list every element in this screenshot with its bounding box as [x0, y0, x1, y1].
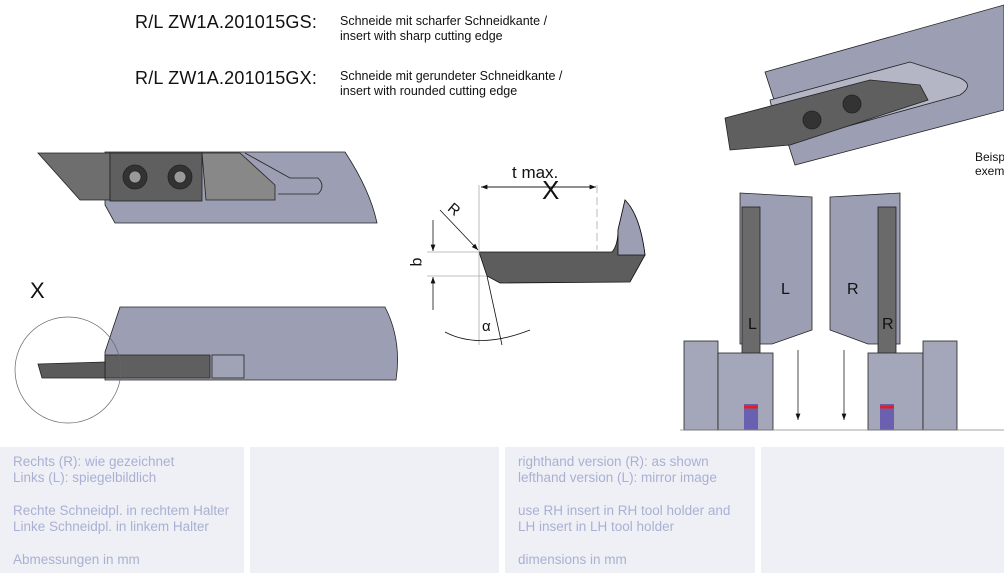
tool-3d-view — [724, 4, 1004, 166]
lr-installation-view — [680, 192, 1004, 431]
desc-de: Schneide mit scharfer Schneidkante / — [340, 14, 548, 28]
part-desc-gx: Schneide mit gerundeter Schneidkante / i… — [340, 69, 562, 99]
angle-label: α — [482, 318, 491, 335]
note-line: Rechte Schneidpl. in rechtem Halter — [13, 503, 230, 518]
note-line: dimensions in mm — [518, 552, 627, 567]
tool-top-view — [14, 306, 398, 424]
note-line: Rechts (R): wie gezeichnet — [13, 454, 175, 469]
note-line: righthand version (R): as shown — [518, 454, 709, 469]
note-line: lefthand version (L): mirror image — [518, 470, 717, 485]
detail-x-dimensions — [427, 184, 646, 346]
notes-panel-en: righthand version (R): as shown lefthand… — [505, 447, 755, 573]
tool-side-view — [37, 151, 378, 224]
insert-left-label: L — [748, 316, 757, 333]
part-desc-gs: Schneide mit scharfer Schneidkante / ins… — [340, 14, 547, 44]
note-line: LH insert in LH tool holder — [518, 519, 675, 534]
insert-right-label: R — [882, 316, 894, 333]
example-de: Beisp — [975, 150, 1004, 164]
t-max-label: t max. — [512, 163, 559, 182]
desc-en: insert with sharp cutting edge — [340, 29, 503, 43]
notes-panel-de: Rechts (R): wie gezeichnet Links (L): sp… — [0, 447, 244, 573]
part-code-gs: R/L ZW1A.201015GS: — [135, 12, 318, 32]
notes-panel-empty-2 — [761, 447, 1004, 573]
example-en: exem — [975, 164, 1004, 178]
part-code-gx: R/L ZW1A.201015GX: — [135, 68, 318, 88]
detail-label-x: X — [30, 278, 45, 303]
desc-de: Schneide mit gerundeter Schneidkante / — [340, 69, 563, 83]
notes-panel-empty-1 — [250, 447, 499, 573]
note-line: Abmessungen in mm — [13, 552, 140, 567]
note-line: Links (L): spiegelbildlich — [13, 470, 157, 485]
example-label: Beisp exem — [975, 150, 1004, 178]
note-line: use RH insert in RH tool holder and — [518, 503, 731, 518]
width-label: b — [408, 257, 426, 267]
technical-drawing — [14, 4, 1004, 431]
holder-left-label: L — [781, 281, 790, 298]
detail-marker-x: X — [542, 175, 560, 205]
holder-right-label: R — [847, 281, 859, 298]
desc-en: insert with rounded cutting edge — [340, 84, 518, 98]
note-line: Linke Schneidpl. in linkem Halter — [13, 519, 209, 534]
